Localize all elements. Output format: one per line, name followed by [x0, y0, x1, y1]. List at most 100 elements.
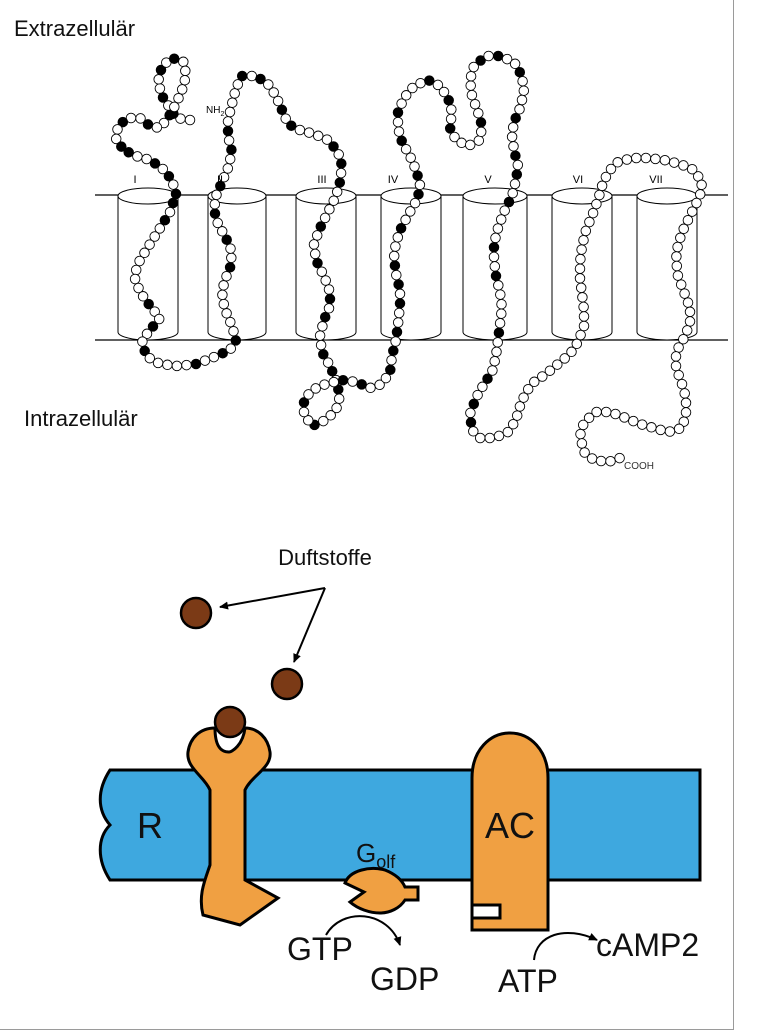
- residue: [168, 179, 179, 190]
- residue: [670, 351, 682, 362]
- residue: [468, 426, 479, 437]
- residue: [324, 204, 335, 215]
- residue: [225, 343, 237, 354]
- residue-conserved: [324, 293, 336, 305]
- residue: [222, 163, 234, 174]
- residue: [673, 369, 684, 381]
- residue-conserved: [190, 358, 202, 370]
- residue: [684, 316, 696, 327]
- residue: [675, 279, 687, 290]
- residue-conserved: [337, 374, 349, 386]
- residue: [333, 149, 344, 160]
- residue: [246, 70, 258, 82]
- residue: [686, 206, 698, 217]
- residue: [578, 234, 589, 246]
- residue-conserved: [142, 119, 154, 130]
- gprotein-label: Golf: [356, 838, 396, 872]
- odorant-arrow: [219, 587, 326, 610]
- residue: [552, 359, 563, 370]
- residue: [392, 317, 404, 328]
- residue: [125, 112, 137, 124]
- residue: [208, 351, 220, 363]
- residue: [139, 247, 150, 259]
- adenylyl-cyclase: [470, 731, 550, 932]
- helix-labels: I II III IV V VI VII: [133, 174, 662, 186]
- residue: [226, 252, 237, 264]
- residue: [280, 113, 291, 124]
- residue: [605, 455, 616, 467]
- residue: [227, 97, 238, 108]
- residue: [694, 189, 706, 200]
- residue-conserved: [221, 234, 232, 245]
- residue: [134, 255, 145, 267]
- residue-conserved: [389, 260, 401, 271]
- residue: [605, 163, 617, 175]
- residue: [112, 124, 123, 135]
- residue: [493, 430, 505, 442]
- residue: [668, 157, 680, 168]
- residue: [483, 50, 494, 62]
- residue: [199, 355, 211, 366]
- residue: [477, 381, 488, 393]
- residue: [518, 85, 530, 96]
- residue: [522, 383, 534, 395]
- residue: [331, 186, 343, 198]
- residue: [137, 336, 148, 347]
- residue-conserved: [393, 279, 404, 290]
- residue: [596, 180, 608, 192]
- residue: [473, 107, 484, 119]
- residue-conserved: [444, 123, 456, 134]
- residue-conserved: [396, 135, 407, 147]
- residue: [628, 415, 639, 427]
- residue: [621, 154, 633, 165]
- residue: [489, 355, 500, 367]
- odorant-molecule: [179, 596, 213, 630]
- residue: [392, 116, 404, 128]
- helix-cylinder-top: [295, 187, 357, 205]
- c-terminus-label: COOH: [624, 461, 654, 472]
- residue: [514, 104, 525, 115]
- residue-conserved: [315, 221, 327, 232]
- residue-conserved: [215, 180, 226, 192]
- residue-conserved: [312, 257, 323, 269]
- receptor-label: R: [137, 805, 163, 846]
- residue: [495, 214, 507, 225]
- residue: [672, 241, 683, 253]
- residue: [529, 376, 540, 388]
- residue: [135, 113, 146, 124]
- signal-cascade-diagram: Duftstoffe R Golf AC GTP GDP ATP cAMP2: [98, 545, 702, 999]
- residue: [169, 101, 180, 113]
- residue: [696, 179, 707, 191]
- residue-conserved: [139, 345, 150, 357]
- residue: [311, 230, 323, 241]
- residue-conserved: [159, 214, 171, 226]
- residue-conserved: [394, 298, 406, 309]
- residue-conserved: [155, 64, 167, 76]
- residue: [488, 251, 500, 263]
- residue-conserved: [149, 158, 161, 169]
- residue: [153, 74, 164, 85]
- residue-conserved: [468, 398, 480, 410]
- residue: [171, 360, 183, 372]
- residue: [675, 232, 686, 244]
- residue: [407, 82, 418, 94]
- residue-conserved: [328, 141, 339, 152]
- residue: [679, 388, 690, 399]
- cell-membrane: [98, 768, 702, 882]
- residue: [571, 338, 583, 350]
- residue: [309, 248, 321, 260]
- residue: [323, 284, 335, 295]
- helix-label: VII: [649, 174, 662, 186]
- residue: [335, 167, 347, 179]
- residue-conserved: [475, 55, 486, 66]
- residue-conserved: [319, 311, 331, 323]
- residue: [446, 104, 457, 115]
- residue: [509, 178, 521, 190]
- residue: [321, 134, 333, 145]
- residue: [474, 432, 486, 444]
- residue: [678, 333, 689, 345]
- residue: [308, 239, 320, 250]
- residue: [491, 346, 502, 358]
- residue-conserved: [488, 242, 500, 253]
- residue: [579, 447, 590, 458]
